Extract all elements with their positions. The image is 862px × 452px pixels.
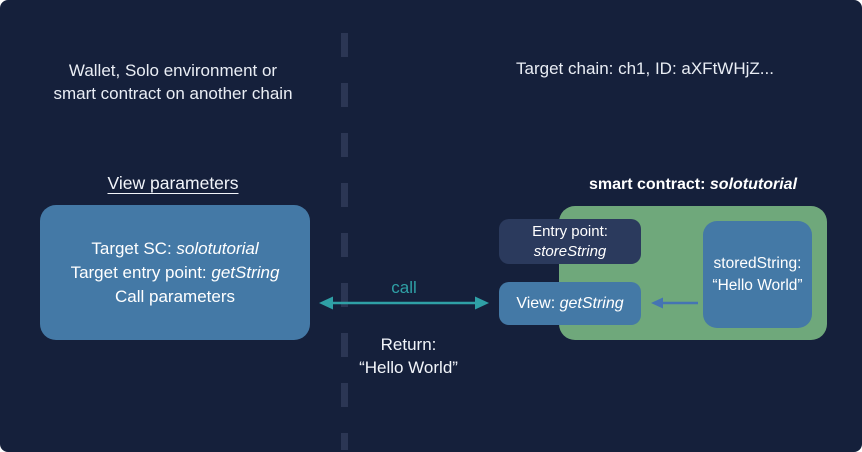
call-parameters-line: Call parameters <box>115 286 235 306</box>
stored-string-box: storedString: “Hello World” <box>703 221 812 328</box>
view-request-box: Target SC: solotutorial Target entry poi… <box>40 205 310 340</box>
target-sc-line: Target SC: solotutorial <box>91 238 259 258</box>
call-label: call <box>391 278 417 297</box>
state-read-left-arrow-icon <box>651 297 698 309</box>
target-chain-label: Target chain: ch1, ID: aXFtWHjZ... <box>516 59 774 78</box>
entry-point-line2: storeString <box>533 242 607 260</box>
view-function-box: View: getString <box>499 282 641 325</box>
view-parameters-heading: View parameters <box>107 173 239 193</box>
target-entry-point-line: Target entry point: getString <box>70 262 280 282</box>
return-line2: “Hello World” <box>359 358 458 377</box>
stored-string-line1: storedString: <box>713 254 802 272</box>
smart-contract-name-label: smart contract: solotutorial <box>588 176 798 193</box>
entry-point-line1: Entry point: <box>532 222 608 240</box>
caller-environment-line1: Wallet, Solo environment or <box>68 61 278 80</box>
view-function-label: View: getString <box>516 294 624 312</box>
caller-environment-line2: smart contract on another chain <box>53 84 293 103</box>
entry-point-box: Entry point: storeString <box>499 219 641 264</box>
stored-string-line2: “Hello World” <box>712 276 803 294</box>
return-line1: Return: <box>380 335 437 354</box>
caller-environment-label: Wallet, Solo environment or smart contra… <box>18 59 328 105</box>
call-bidirectional-arrow-icon <box>319 296 489 310</box>
return-value-label: Return: “Hello World” <box>326 333 491 379</box>
chain-boundary-divider <box>341 33 348 450</box>
